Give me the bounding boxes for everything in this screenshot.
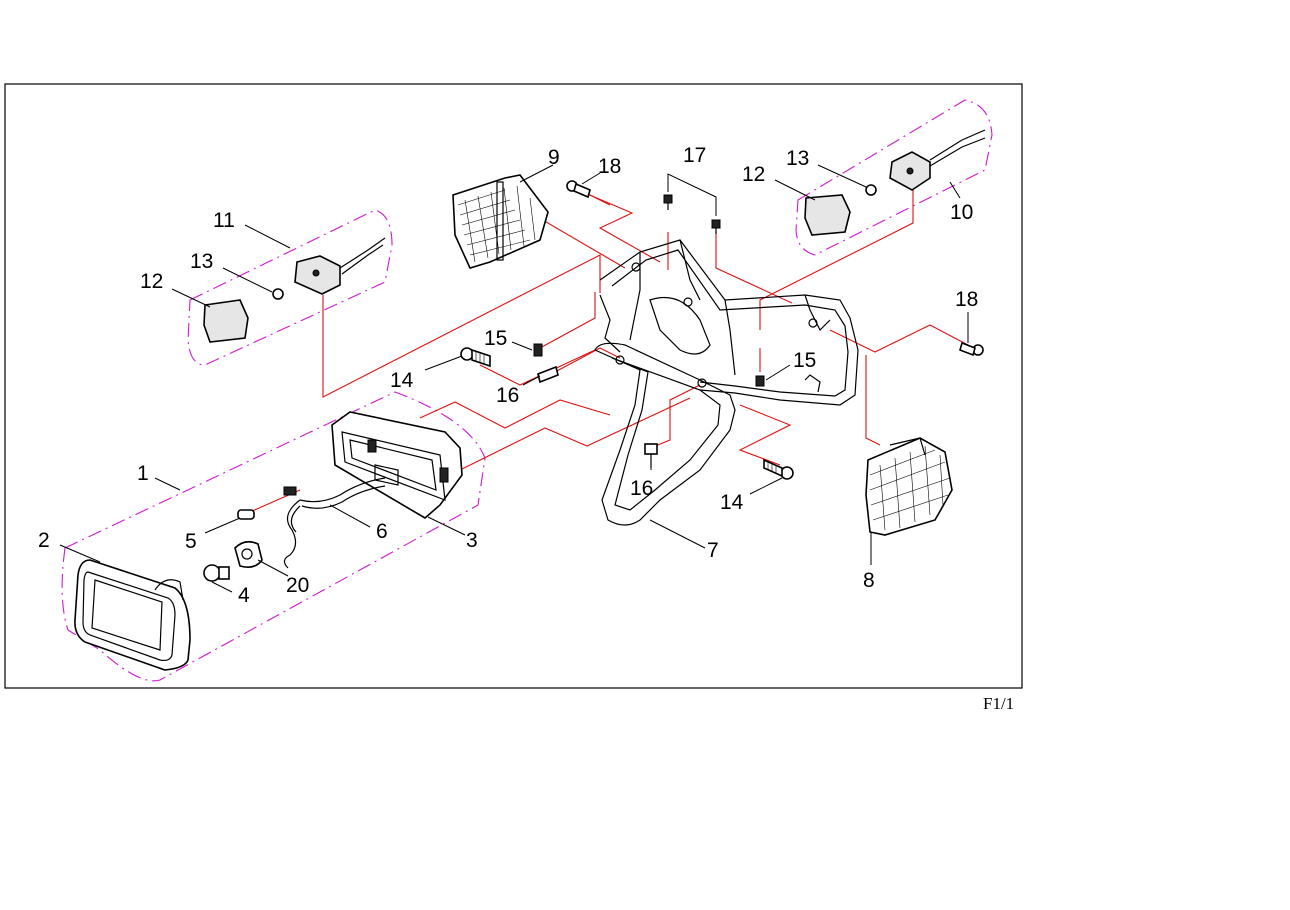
diagram-frame	[4, 83, 1023, 689]
bolt-14-right	[763, 458, 794, 480]
callout-15-right: 15	[793, 349, 816, 372]
callout-18-right: 18	[955, 288, 978, 311]
rear-mesh-basket	[865, 437, 953, 536]
callout-7: 7	[707, 539, 719, 562]
callout-14-left: 14	[390, 369, 414, 392]
callout-16-left: 16	[496, 384, 519, 407]
page-label: F1/1	[983, 694, 1014, 713]
assembly-line	[865, 355, 881, 446]
callout-13-right: 13	[786, 147, 809, 170]
callout-6: 6	[376, 520, 388, 543]
screw-15-left	[533, 343, 543, 357]
callout-18-top: 18	[598, 155, 621, 178]
callout-13-left: 13	[190, 250, 213, 273]
screw-17-left	[663, 194, 673, 210]
callout-12-right: 12	[742, 163, 765, 186]
bulb-socket	[234, 540, 263, 568]
assembly-line	[759, 188, 914, 330]
wire-harness	[283, 477, 386, 569]
callout-16-lower: 16	[630, 477, 653, 500]
assembly-line	[479, 349, 596, 386]
assembly-line	[589, 194, 611, 206]
left-winker-bulb	[272, 288, 284, 300]
callout-4: 4	[238, 584, 250, 607]
callout-9: 9	[548, 146, 560, 169]
callout-5: 5	[185, 530, 197, 553]
callout-11: 11	[213, 209, 235, 232]
assembly-line	[539, 292, 596, 349]
right-winker-lens	[804, 194, 851, 236]
callout-labels: 1 2 3 4 5 6 7 8 9 10 11 12 12 13 13 14 1…	[38, 144, 978, 607]
carrier-frame	[594, 239, 859, 526]
callout-14-right: 14	[720, 491, 744, 514]
callout-10: 10	[950, 201, 973, 224]
assembly-line	[652, 384, 701, 448]
left-winker-lens	[203, 299, 249, 343]
assembly-line	[715, 232, 793, 304]
screw-15-right	[755, 375, 765, 387]
callout-8: 8	[863, 569, 875, 592]
bolt-16-lower	[644, 443, 658, 468]
assembly-line	[738, 404, 792, 466]
headlight-housing	[331, 411, 463, 519]
assembly-line	[829, 324, 969, 353]
group-outlines	[61, 99, 993, 682]
callout-17: 17	[683, 144, 706, 167]
position-bulb	[237, 509, 255, 520]
assembly-line	[419, 399, 611, 429]
callout-1: 1	[137, 462, 149, 485]
headlight-bulb	[203, 564, 230, 582]
assembly-line	[322, 254, 601, 398]
assembly-line	[459, 397, 691, 471]
callout-20: 20	[286, 574, 309, 597]
bolt-18-right	[959, 341, 984, 357]
front-mesh-basket	[452, 174, 549, 269]
callout-15-left: 15	[484, 327, 507, 350]
bolt-14-left	[460, 347, 491, 368]
group-outline-left-winker	[187, 209, 393, 366]
bolt-18-top	[566, 180, 591, 199]
callout-2: 2	[38, 529, 50, 552]
leader-lines	[59, 164, 969, 593]
right-winker-bulb	[865, 184, 877, 196]
callout-3: 3	[466, 529, 478, 552]
assembly-line	[584, 192, 661, 263]
left-winker-body	[294, 237, 386, 295]
assembly-line	[554, 347, 621, 373]
callout-12-left: 12	[140, 270, 163, 293]
group-outline-headlight	[61, 391, 486, 682]
headlight-lens	[74, 559, 191, 671]
screw-17-right	[711, 219, 721, 234]
right-winker-body	[889, 129, 986, 191]
bolt-16-left	[537, 365, 559, 384]
